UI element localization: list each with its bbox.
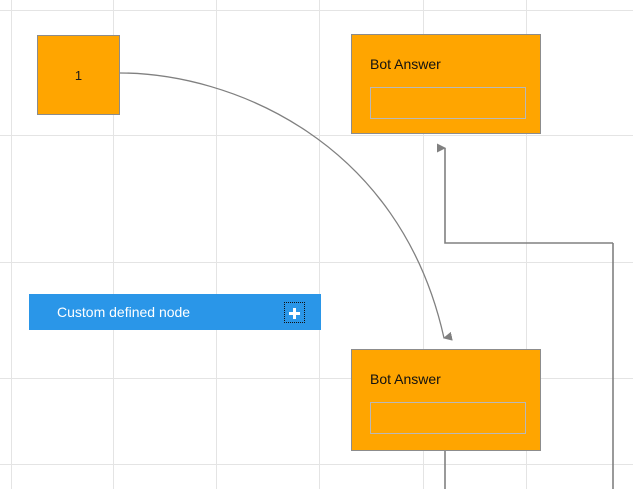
plus-icon[interactable] — [284, 301, 305, 323]
custom-defined-node-label: Custom defined node — [57, 304, 191, 320]
edge-curved-node1-to-bot-answer-bottom[interactable] — [119, 72, 453, 341]
bot-answer-title: Bot Answer — [370, 56, 441, 72]
node-1[interactable]: 1 — [37, 35, 120, 115]
bot-answer-slot[interactable] — [370, 87, 526, 119]
bot-answer-slot[interactable] — [370, 402, 526, 434]
edge-orthogonal-to-bot-answer-top[interactable] — [437, 143, 613, 244]
node-bot-answer-top[interactable]: Bot Answer — [351, 34, 541, 134]
node-index-label: 1 — [74, 67, 83, 83]
bot-answer-title: Bot Answer — [370, 371, 441, 387]
custom-defined-node-button[interactable]: Custom defined node — [29, 294, 321, 330]
node-bot-answer-bottom[interactable]: Bot Answer — [351, 349, 541, 451]
